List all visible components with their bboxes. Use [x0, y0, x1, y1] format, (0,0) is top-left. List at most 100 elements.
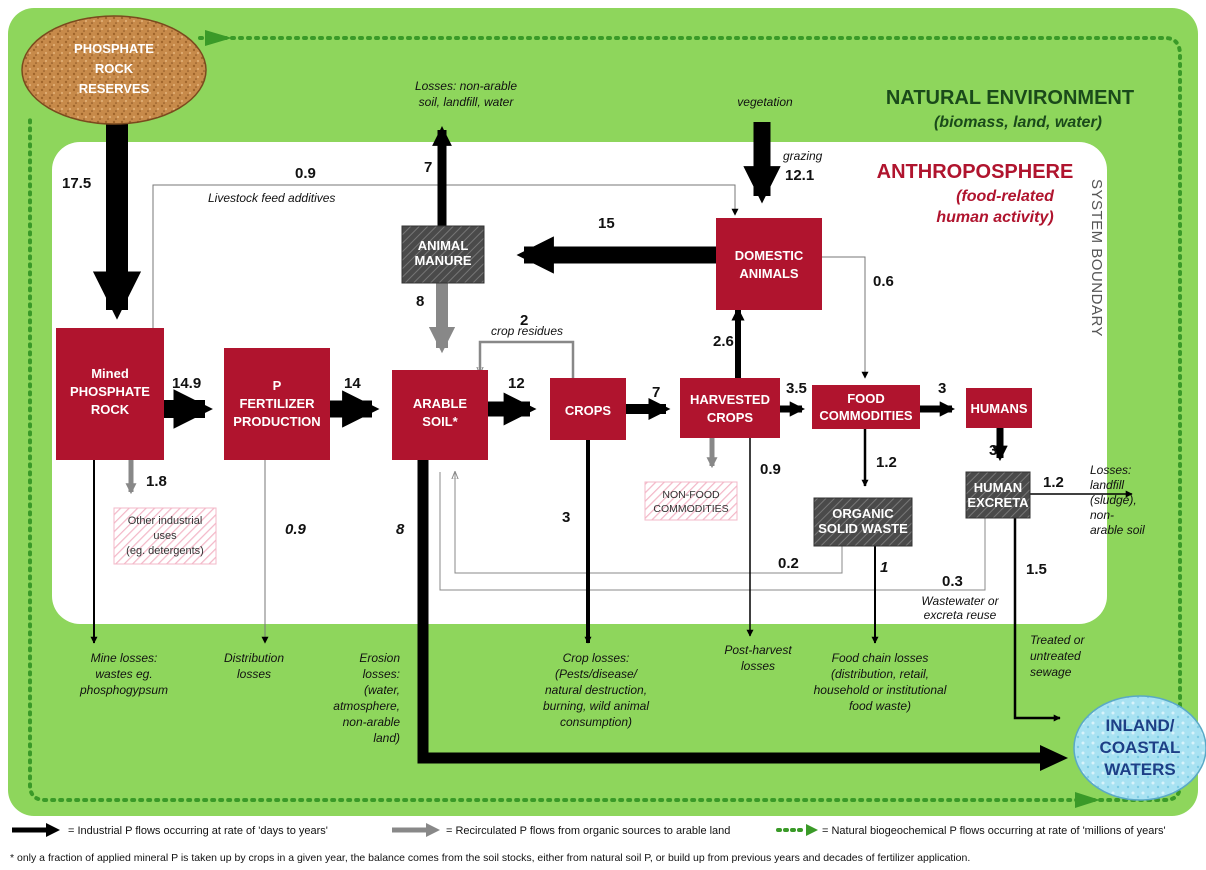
svg-text:land): land): [373, 731, 400, 745]
natural-cycle-loop: [28, 36, 1182, 802]
svg-text:(sludge),: (sludge),: [1090, 493, 1137, 507]
node-human-excreta: HUMAN EXCRETA: [965, 471, 1031, 519]
svg-text:atmosphere,: atmosphere,: [333, 699, 400, 713]
svg-text:Losses:: Losses:: [1090, 463, 1131, 477]
footnote: * only a fraction of applied mineral P i…: [10, 852, 970, 864]
environment-title: NATURAL ENVIRONMENT: [886, 87, 1134, 109]
svg-text:uses: uses: [153, 530, 177, 542]
svg-text:P: P: [273, 378, 282, 393]
svg-text:non-: non-: [1090, 508, 1114, 522]
svg-text:ROCK: ROCK: [95, 61, 134, 76]
node-non-food-commodities: NON-FOOD COMMODITIES: [644, 481, 738, 521]
flow-crop-residues: [480, 340, 575, 378]
value-animals-to-food: 0.6: [873, 273, 894, 290]
legend-recirculated-label: = Recirculated P flows from organic sour…: [446, 825, 730, 837]
value-humans-to-excreta: 3: [989, 442, 997, 459]
node-harvested-crops: HARVESTED CROPS: [680, 378, 780, 438]
value-industrial: 1.8: [146, 473, 167, 490]
svg-text:Erosion: Erosion: [359, 651, 400, 665]
note-post-harvest-losses: Post-harvest losses: [724, 643, 792, 673]
svg-text:FOOD: FOOD: [847, 391, 885, 406]
note-excreta-losses: Losses: landfill (sludge), non- arable s…: [1090, 463, 1145, 537]
value-manure-to-soil: 8: [416, 293, 424, 310]
svg-text:soil, landfill, water: soil, landfill, water: [419, 95, 515, 109]
flow-excreta-to-waters: [1013, 518, 1061, 722]
svg-text:HUMANS: HUMANS: [970, 401, 1027, 416]
value-wastewater-reuse: 0.3: [942, 573, 963, 590]
svg-text:natural destruction,: natural destruction,: [545, 683, 647, 697]
svg-text:ANIMAL: ANIMAL: [418, 238, 469, 253]
note-crop-losses: Crop losses: (Pests/disease/ natural des…: [543, 651, 649, 729]
node-animal-manure: ANIMAL MANURE: [401, 225, 485, 284]
svg-text:(Pests/disease/: (Pests/disease/: [555, 667, 639, 681]
svg-text:PHOSPHATE: PHOSPHATE: [74, 41, 154, 56]
svg-text:ORGANIC: ORGANIC: [832, 506, 894, 521]
svg-text:excreta reuse: excreta reuse: [924, 608, 997, 622]
note-mine-losses: Mine losses: wastes eg. phosphogypsum: [79, 651, 168, 697]
node-mined-phosphate-rock: Mined PHOSPHATE ROCK: [56, 328, 164, 460]
svg-text:losses: losses: [237, 667, 271, 681]
node-other-industrial-uses: Other industrial uses (eg. detergents): [113, 507, 217, 565]
svg-text:HARVESTED: HARVESTED: [690, 392, 770, 407]
value-food-chain-losses: 1: [880, 559, 888, 576]
svg-text:Crop losses:: Crop losses:: [563, 651, 630, 665]
svg-text:consumption): consumption): [560, 715, 632, 729]
note-livestock-feed: Livestock feed additives: [208, 191, 335, 205]
flow-waste-to-soil: [455, 472, 843, 574]
note-crop-residues: crop residues: [491, 324, 563, 338]
note-food-chain-losses: Food chain losses (distribution, retail,…: [814, 651, 947, 713]
svg-text:losses:: losses:: [363, 667, 400, 681]
value-crop-losses: 3: [562, 509, 570, 526]
svg-text:RESERVES: RESERVES: [79, 81, 150, 96]
natural-cycle-arrow-top: [205, 30, 232, 46]
note-vegetation: vegetation: [737, 95, 793, 109]
flow-animals-to-food: [822, 256, 869, 379]
value-distribution: 0.9: [285, 521, 307, 538]
node-humans: HUMANS: [966, 388, 1032, 428]
svg-text:phosphogypsum: phosphogypsum: [79, 683, 168, 697]
value-excreta-losses: 1.2: [1043, 474, 1064, 491]
value-animals-to-manure: 15: [598, 215, 615, 232]
svg-text:INLAND/: INLAND/: [1106, 716, 1175, 735]
value-mined-to-fertilizer: 14.9: [172, 375, 201, 392]
svg-text:NON-FOOD: NON-FOOD: [662, 489, 720, 501]
value-crops-to-harvested: 7: [652, 384, 660, 401]
svg-text:Food chain losses: Food chain losses: [832, 651, 929, 665]
value-soil-to-crops: 12: [508, 375, 525, 392]
svg-text:landfill: landfill: [1090, 478, 1124, 492]
svg-text:non-arable: non-arable: [343, 715, 401, 729]
svg-text:COASTAL: COASTAL: [1100, 738, 1181, 757]
svg-text:COMMODITIES: COMMODITIES: [653, 503, 728, 515]
svg-text:Distribution: Distribution: [224, 651, 284, 665]
legend-natural-label: = Natural biogeochemical P flows occurri…: [822, 825, 1166, 837]
value-post-harvest: 0.9: [760, 461, 781, 478]
svg-text:WATERS: WATERS: [1104, 760, 1175, 779]
svg-text:food waste): food waste): [849, 699, 911, 713]
svg-text:wastes eg.: wastes eg.: [95, 667, 152, 681]
legend: = Industrial P flows occurring at rate o…: [12, 823, 1166, 837]
anthroposphere-subtitle-2: human activity): [936, 209, 1053, 226]
svg-text:ROCK: ROCK: [91, 402, 130, 417]
svg-text:(water,: (water,: [364, 683, 400, 697]
svg-text:Mined: Mined: [91, 366, 129, 381]
node-phosphate-reserves: PHOSPHATE ROCK RESERVES: [21, 15, 207, 125]
value-grazing: 12.1: [785, 167, 814, 184]
note-manure-losses: Losses: non-arable soil, landfill, water: [415, 79, 517, 109]
value-food-to-waste: 1.2: [876, 454, 897, 471]
value-crop-residues: 2: [520, 312, 528, 329]
svg-text:Treated or: Treated or: [1030, 633, 1085, 647]
value-waste-to-soil: 0.2: [778, 555, 799, 572]
svg-text:Losses: non-arable: Losses: non-arable: [415, 79, 517, 93]
node-arable-soil: ARABLE SOIL*: [392, 370, 488, 460]
svg-text:Other industrial: Other industrial: [128, 515, 203, 527]
svg-text:CROPS: CROPS: [707, 410, 754, 425]
note-sewage: Treated or untreated sewage: [1030, 633, 1085, 679]
environment-subtitle: (biomass, land, water): [934, 114, 1102, 131]
node-fertilizer-production: P FERTILIZER PRODUCTION: [224, 348, 330, 460]
value-excreta-to-waters: 1.5: [1026, 561, 1047, 578]
natural-cycle-arrow-bottom: [1075, 792, 1100, 808]
svg-text:household or institutional: household or institutional: [814, 683, 947, 697]
node-inland-coastal-waters: INLAND/ COASTAL WATERS: [1073, 695, 1206, 801]
flow-wastewater-reuse: [439, 472, 986, 591]
